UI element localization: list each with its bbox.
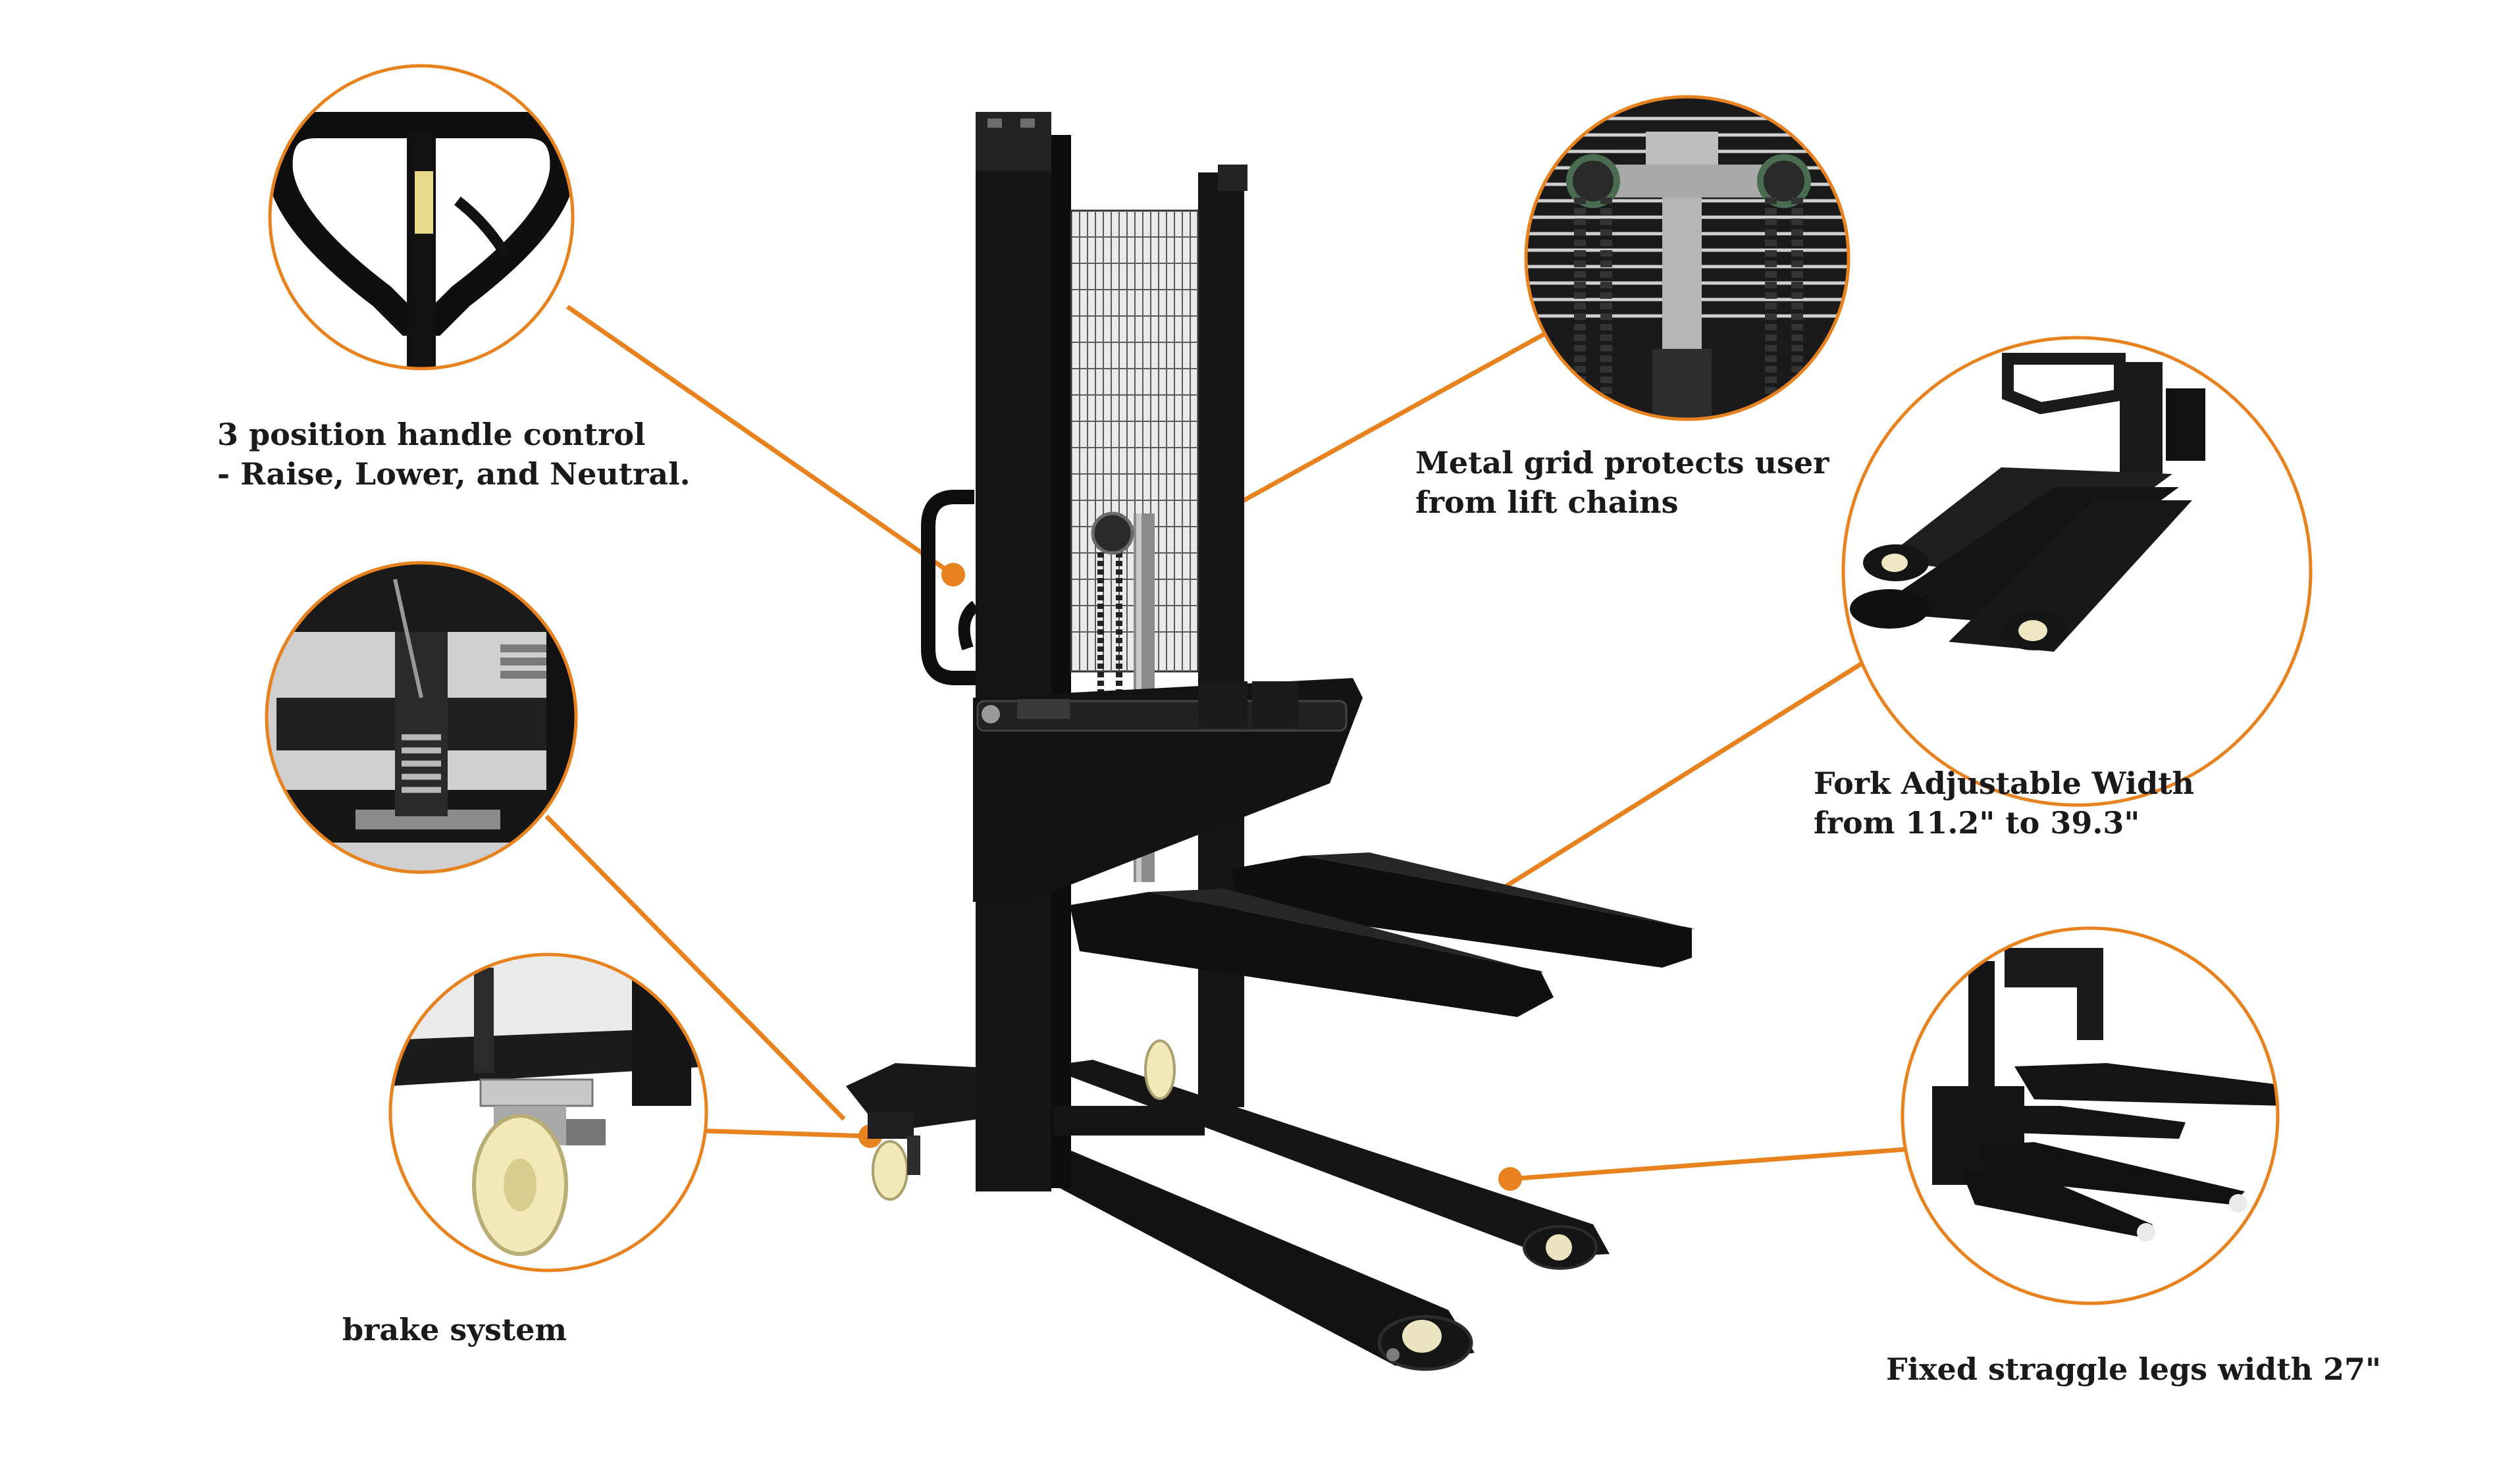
callout-legs-line1: Fixed straggle legs width 27" [1886, 1351, 2382, 1387]
leader-line-brake [705, 1128, 870, 1139]
callout-handle-line2: - Raise, Lower, and Neutral. [217, 456, 691, 492]
leader-line-legs [1509, 1147, 1906, 1182]
leader-line-grid [1184, 332, 1545, 535]
legs-detail-icon [1901, 926, 2280, 1305]
leader-line-fork [1482, 648, 1884, 902]
fork-detail-icon [1841, 336, 2313, 807]
brake-wheel-detail-icon [388, 953, 708, 1272]
leader-dot-legs [1498, 1167, 1522, 1191]
callout-grid-text: Metal grid protects user from lift chain… [1415, 443, 1829, 522]
leader-lines [544, 305, 1906, 1182]
chain-grid-detail-icon [1524, 95, 1851, 421]
callout-handle-text: 3 position handle control - Raise, Lower… [217, 415, 691, 494]
callout-fork-line1: Fork Adjustable Width [1814, 766, 2194, 801]
callout-brake-line1: brake system [342, 1312, 567, 1347]
callout-grid-line2: from lift chains [1415, 484, 1679, 520]
callout-handle-line1: 3 position handle control [217, 417, 646, 452]
pump-spring-detail-icon [265, 561, 578, 874]
callout-brake-text: brake system [342, 1310, 567, 1349]
leader-line-handle [566, 305, 955, 577]
handle-detail-icon [268, 64, 575, 371]
leader-dot-handle [941, 563, 965, 587]
leader-line-pump [544, 814, 846, 1121]
callout-fork-line2: from 11.2" to 39.3" [1814, 805, 2140, 841]
manual-stacker-icon [846, 112, 1695, 1371]
callout-fork-text: Fork Adjustable Width from 11.2" to 39.3… [1814, 764, 2194, 843]
callout-grid-line1: Metal grid protects user [1415, 445, 1829, 481]
callout-legs-text: Fixed straggle legs width 27" [1886, 1349, 2381, 1389]
